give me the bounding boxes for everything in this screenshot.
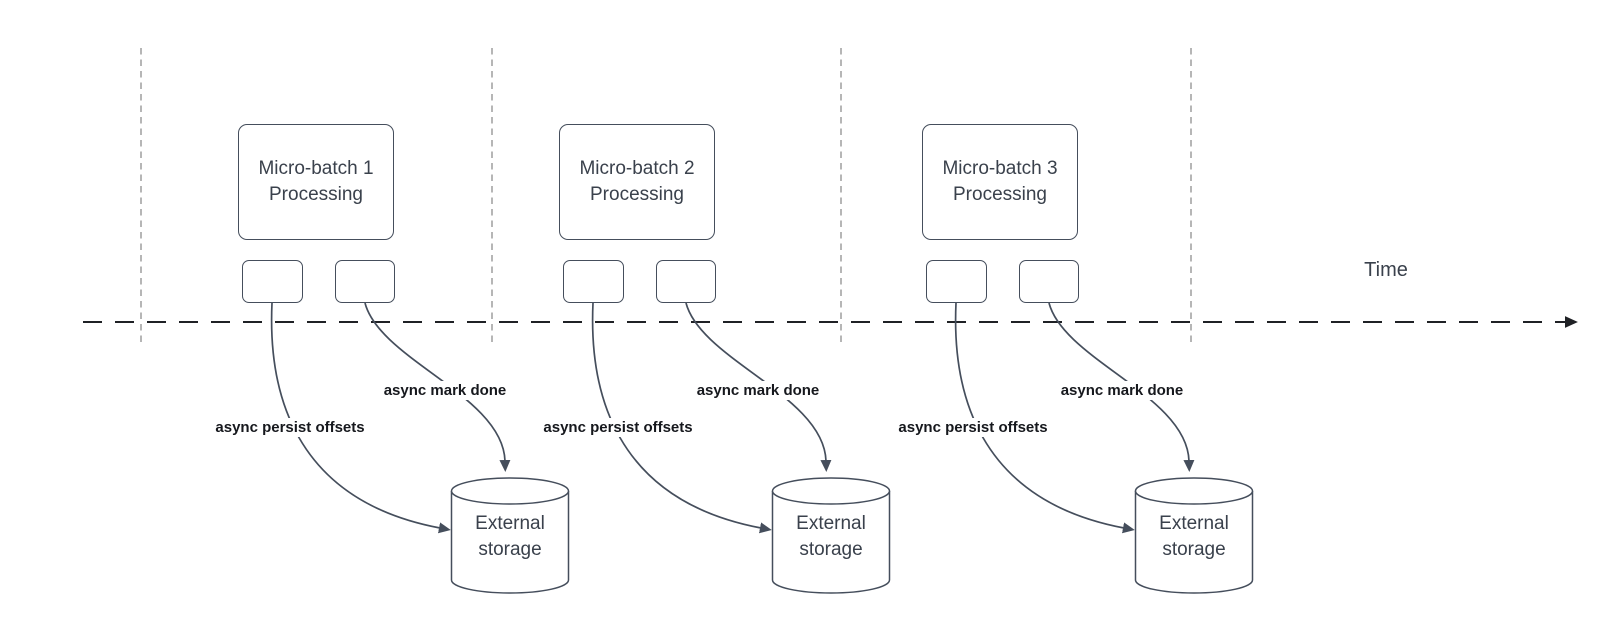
offset-task-box xyxy=(926,260,987,303)
micro-batch-box-1: Micro-batch 1 Processing xyxy=(238,124,394,240)
external-storage-cylinder-body xyxy=(450,491,570,594)
offset-task-box xyxy=(563,260,624,303)
flow-group-2 xyxy=(591,302,891,594)
mark-done-label: async mark done xyxy=(692,381,824,400)
micro-batch-box-label: Micro-batch 2 Processing xyxy=(579,158,695,205)
persist-offsets-label: async persist offsets xyxy=(539,418,697,437)
mark-done-label: async mark done xyxy=(379,381,511,400)
external-storage-label: External storage xyxy=(1159,513,1229,560)
persist-offsets-label: async persist offsets xyxy=(894,418,1052,437)
micro-batch-box-label: Micro-batch 3 Processing xyxy=(942,158,1058,205)
external-storage-label: External storage xyxy=(796,513,866,560)
external-storage-cylinder-body xyxy=(1134,491,1254,594)
micro-batch-box-3: Micro-batch 3 Processing xyxy=(922,124,1078,240)
done-task-box xyxy=(656,260,716,303)
persist-offsets-arrow xyxy=(954,302,1135,534)
flow-group-1 xyxy=(270,302,570,594)
external-storage-cylinder-top xyxy=(771,477,891,505)
micro-batch-box-label: Micro-batch 1 Processing xyxy=(258,158,374,205)
mark-done-arrow xyxy=(685,302,832,472)
external-storage-cylinder-top xyxy=(450,477,570,505)
mark-done-arrow xyxy=(1048,302,1195,472)
external-storage-cylinder-body xyxy=(771,491,891,594)
time-axis-label: Time xyxy=(1364,259,1408,281)
mark-done-label: async mark done xyxy=(1056,381,1188,400)
offset-task-box xyxy=(242,260,303,303)
external-storage-label: External storage xyxy=(475,513,545,560)
done-task-box xyxy=(335,260,395,303)
persist-offsets-arrow xyxy=(591,302,772,534)
mark-done-arrow xyxy=(364,302,511,472)
persist-offsets-label: async persist offsets xyxy=(211,418,369,437)
persist-offsets-arrow xyxy=(270,302,451,534)
done-task-box xyxy=(1019,260,1079,303)
external-storage-cylinder-top xyxy=(1134,477,1254,505)
flow-group-3 xyxy=(954,302,1254,594)
micro-batch-box-2: Micro-batch 2 Processing xyxy=(559,124,715,240)
